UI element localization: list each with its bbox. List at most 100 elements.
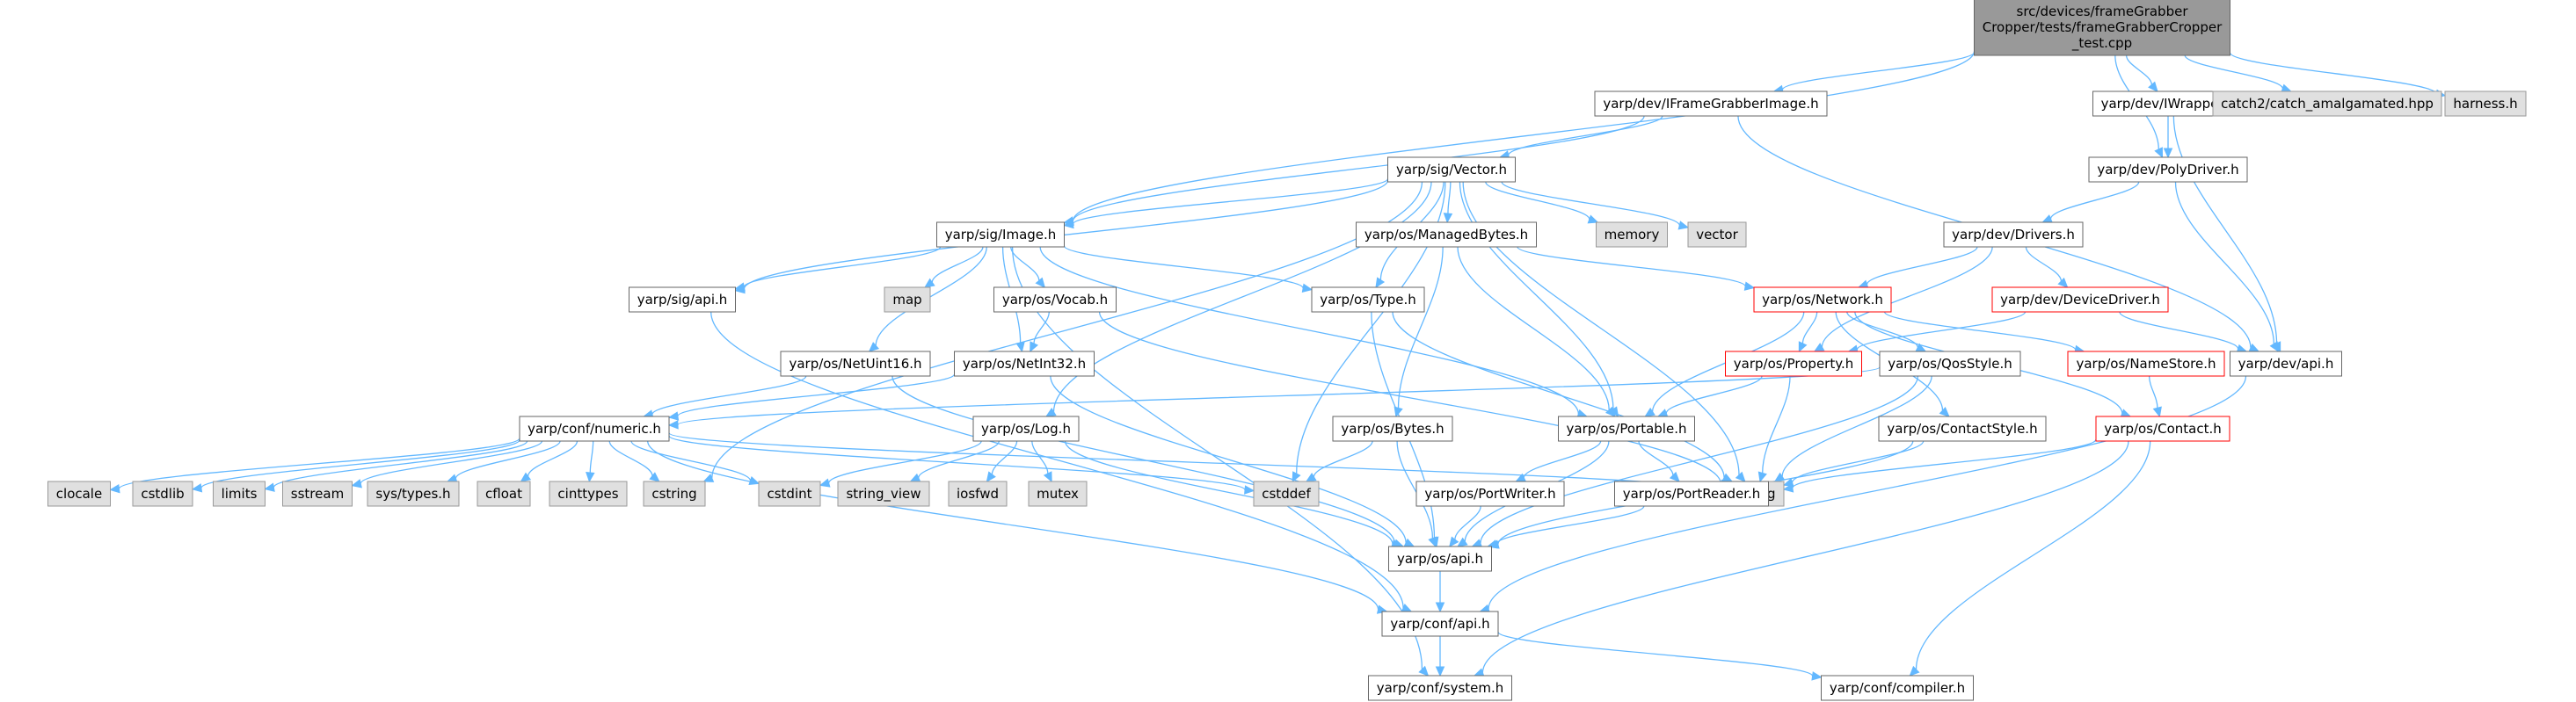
node-netint32[interactable]: yarp/os/NetInt32.h (954, 351, 1095, 377)
node-polydriver[interactable]: yarp/dev/PolyDriver.h (2088, 156, 2248, 183)
node-vector[interactable]: yarp/sig/Vector.h (1387, 156, 1516, 183)
edge-line (1495, 505, 1645, 545)
node-label: cfloat (485, 486, 522, 502)
edge-drivers-to-devicedriver (2025, 246, 2069, 288)
node-cstdint[interactable]: cstdint (758, 481, 821, 507)
node-iframegrabberimage[interactable]: yarp/dev/IFrameGrabberImage.h (1594, 90, 1828, 117)
edge-network-to-property (1798, 311, 1818, 353)
edge-numeric-to-cstring (608, 440, 660, 482)
edge-portreader-to-osapi (1486, 505, 1645, 549)
node-vectorstd[interactable]: vector (1687, 221, 1747, 248)
edge-netuint16-to-numeric (643, 375, 807, 419)
edge-arrowhead (667, 411, 680, 421)
edge-arrowhead (1301, 283, 1313, 293)
node-box (643, 481, 706, 507)
node-limits[interactable]: limits (213, 481, 266, 507)
node-image[interactable]: yarp/sig/Image.h (936, 221, 1065, 248)
node-systypes[interactable]: sys/types.h (367, 481, 460, 507)
node-cstring[interactable]: cstring (643, 481, 706, 507)
node-box (1614, 481, 1769, 507)
nodes-layer: src/devices/frameGrabberCropper/tests/fr… (47, 0, 2527, 701)
edge-line (1915, 440, 2151, 670)
node-cstdlib[interactable]: cstdlib (132, 481, 193, 507)
edge-arrowhead (1244, 485, 1255, 495)
node-box (1879, 351, 2021, 377)
node-label: yarp/dev/Drivers.h (1952, 227, 2075, 242)
edge-root-to-image (1063, 51, 1976, 226)
node-box (1753, 286, 1892, 313)
node-label: yarp/os/Bytes.h (1341, 421, 1444, 437)
node-label: yarp/os/Portable.h (1567, 421, 1687, 437)
node-label: yarp/dev/api.h (2238, 356, 2334, 372)
node-portable[interactable]: yarp/os/Portable.h (1558, 416, 1695, 442)
node-compiler[interactable]: yarp/conf/compiler.h (1821, 675, 1974, 701)
node-label: yarp/os/NetInt32.h (963, 356, 1086, 372)
node-box (213, 481, 266, 507)
node-sstream[interactable]: sstream (282, 481, 353, 507)
node-devapi[interactable]: yarp/dev/api.h (2230, 351, 2342, 377)
node-box (1028, 481, 1088, 507)
edge-line (1010, 246, 1040, 281)
node-label: yarp/conf/api.h (1390, 616, 1489, 632)
node-property[interactable]: yarp/os/Property.h (1725, 351, 1862, 377)
node-network[interactable]: yarp/os/Network.h (1753, 286, 1892, 313)
edge-line (668, 435, 1246, 491)
edge-line (743, 180, 1389, 290)
node-harness[interactable]: harness.h (2444, 90, 2527, 117)
node-vocab[interactable]: yarp/os/Vocab.h (993, 286, 1117, 313)
edge-vector-to-portable (1459, 181, 1619, 418)
edge-arrowhead (2152, 406, 2162, 418)
node-root[interactable]: src/devices/frameGrabberCropper/tests/fr… (1974, 0, 2230, 56)
node-label: string_view (846, 486, 921, 503)
node-netuint16[interactable]: yarp/os/NetUint16.h (780, 351, 931, 377)
node-type[interactable]: yarp/os/Type.h (1311, 286, 1425, 313)
edge-arrowhead (667, 420, 679, 430)
node-system[interactable]: yarp/conf/system.h (1368, 675, 1512, 701)
node-map[interactable]: map (884, 286, 931, 313)
edge-arrowhead (264, 482, 275, 492)
node-box (1415, 481, 1565, 507)
node-contactstyle[interactable]: yarp/os/ContactStyle.h (1878, 416, 2047, 442)
node-memory[interactable]: memory (1596, 221, 1668, 248)
node-contact[interactable]: yarp/os/Contact.h (2095, 416, 2230, 442)
edge-line (931, 246, 984, 283)
node-devicedriver[interactable]: yarp/dev/DeviceDriver.h (1991, 286, 2169, 313)
node-clocale[interactable]: clocale (47, 481, 111, 507)
node-log[interactable]: yarp/os/Log.h (972, 416, 1080, 442)
node-label: mutex (1037, 486, 1079, 502)
node-label: Cropper/tests/frameGrabberCropper (1983, 19, 2223, 35)
node-cinttypes[interactable]: cinttypes (549, 481, 628, 507)
edge-line (1039, 246, 1579, 415)
node-portreader[interactable]: yarp/os/PortReader.h (1614, 481, 1769, 507)
node-confapi[interactable]: yarp/conf/api.h (1381, 611, 1499, 637)
node-numeric[interactable]: yarp/conf/numeric.h (519, 416, 670, 442)
node-bytes[interactable]: yarp/os/Bytes.h (1332, 416, 1453, 442)
node-iosfwd[interactable]: iosfwd (948, 481, 1008, 507)
node-iwrapper[interactable]: yarp/dev/IWrapper.h (2092, 90, 2244, 117)
edge-arrowhead (2041, 214, 2054, 223)
edge-arrowhead (909, 473, 921, 482)
edge-line (2119, 311, 2239, 350)
node-managedbytes[interactable]: yarp/os/ManagedBytes.h (1356, 221, 1537, 248)
node-portwriter[interactable]: yarp/os/PortWriter.h (1415, 481, 1565, 507)
edge-vector-to-log (1044, 181, 1432, 417)
node-mutex[interactable]: mutex (1028, 481, 1088, 507)
node-label: yarp/os/QosStyle.h (1888, 356, 2012, 372)
node-box (282, 481, 353, 507)
node-box (367, 481, 460, 507)
edge-arrowhead (2163, 148, 2173, 159)
node-drivers[interactable]: yarp/dev/Drivers.h (1943, 221, 2084, 248)
node-osapi[interactable]: yarp/os/api.h (1388, 546, 1492, 572)
node-cfloat[interactable]: cfloat (477, 481, 531, 507)
edge-image-to-netuint16 (868, 246, 987, 352)
edge-line (360, 440, 543, 484)
node-label: cstdlib (141, 486, 184, 502)
edge-line (455, 440, 561, 479)
node-string_view[interactable]: string_view (837, 481, 930, 507)
edge-line (827, 440, 982, 484)
node-cstddef[interactable]: cstddef (1253, 481, 1320, 507)
node-catch2[interactable]: catch2/catch_amalgamated.hpp (2212, 90, 2442, 117)
node-qosstyle[interactable]: yarp/os/QosStyle.h (1879, 351, 2021, 377)
node-namestore[interactable]: yarp/os/NameStore.h (2067, 351, 2225, 377)
node-sigapi[interactable]: yarp/sig/api.h (629, 286, 736, 313)
